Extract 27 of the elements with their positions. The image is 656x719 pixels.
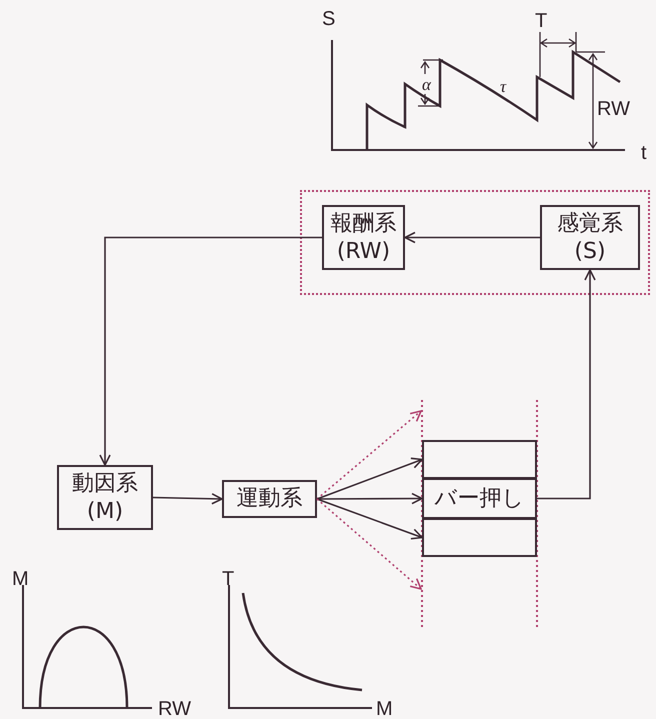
arrow: [316, 410, 422, 500]
axis-label: t: [641, 142, 647, 164]
arrow: [404, 232, 540, 244]
curve-label: τ: [500, 76, 506, 98]
arrow: [316, 498, 423, 540]
axis-label: T: [222, 568, 234, 590]
dimension-label: α: [422, 74, 431, 96]
process-box: バー押し: [422, 478, 537, 519]
arrow: [537, 269, 596, 500]
arrow: [316, 458, 423, 500]
axis-label: RW: [158, 698, 191, 719]
arrow: [99, 236, 322, 466]
axis-label: S: [322, 8, 336, 30]
arrow: [317, 492, 423, 504]
dimension-label: T: [535, 10, 548, 32]
stacked-box: [422, 518, 537, 557]
process-box: 報酬系 (RW): [322, 205, 405, 270]
dotted-frame: [300, 190, 650, 295]
process-box: 動因系 (M): [57, 465, 153, 530]
axis-label: M: [376, 698, 393, 719]
dimension-label: RW: [597, 98, 630, 120]
process-box: 感覚系 (S): [540, 205, 640, 270]
process-box: 運動系: [222, 480, 317, 518]
stacked-box: [422, 440, 537, 479]
axis-label: M: [12, 568, 29, 590]
arrow: [152, 492, 223, 505]
arrow: [316, 498, 422, 590]
